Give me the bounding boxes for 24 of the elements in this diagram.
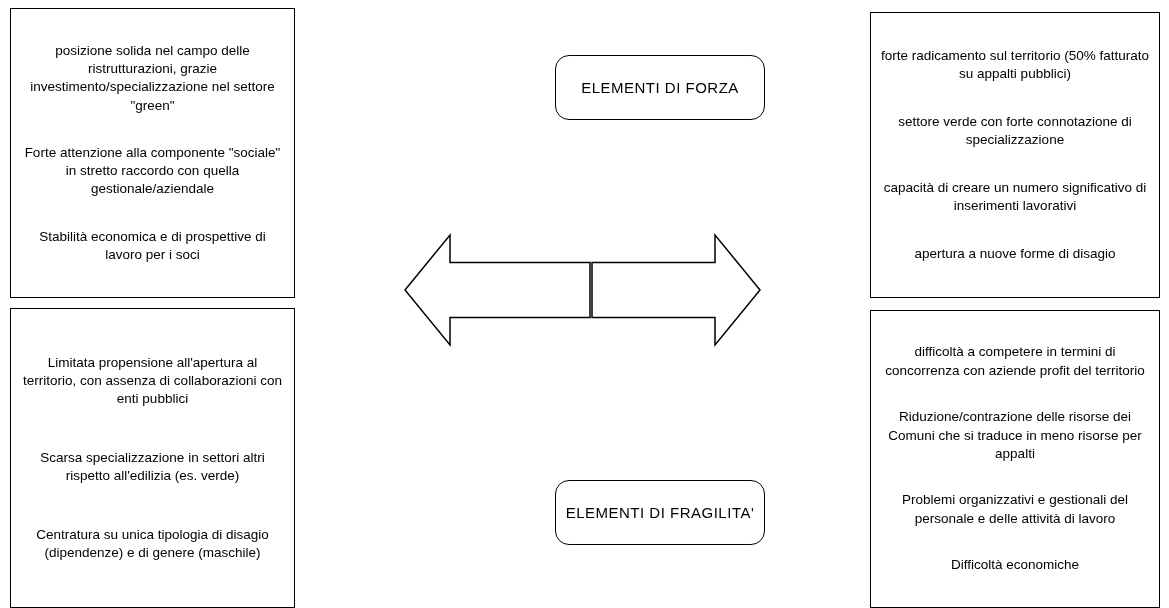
text-panel: [870, 12, 1160, 298]
text-paragraph: Problemi organizzativi e gestionali del personale e delle attività di lavoro: [901, 491, 1129, 528]
text-panel: [870, 310, 1160, 608]
text-paragraph: Difficoltà economiche: [950, 556, 1080, 575]
text-paragraph: Scarsa specializzazione in settori altri rispetto all'edilizia (es. verde): [39, 448, 266, 486]
text-paragraph: Limitata propensione all'apertura al territorio, con assenza di collaborazioni con enti pubblici: [22, 353, 283, 409]
text-panel: [10, 8, 295, 298]
text-paragraph: Riduzione/contrazione delle risorse dei Comuni che si traduce in meno risorse per appalti: [887, 408, 1143, 463]
text-paragraph: Forte attenzione alla componente "sociale" in stretto raccordo con quella gestionale/aziendale: [23, 143, 282, 199]
text-paragraph: Centratura su unica tipologia di disagio (dipendenze) e di genere (maschile): [35, 525, 270, 563]
text-paragraph: forte radicamento sul territorio (50% fatturato su appalti pubblici): [881, 46, 1149, 83]
heading-text: ELEMENTI DI FRAGILITA': [565, 504, 755, 521]
text-paragraph: Stabilità economica e di prospettive di lavoro per i soci: [38, 227, 267, 264]
text-paragraph: settore verde con forte connotazione di specializzazione: [897, 112, 1133, 150]
text-paragraph: apertura a nuove forme di disagio: [914, 245, 1116, 264]
text-paragraph: capacità di creare un numero significativo di inserimenti lavorativi: [882, 178, 1148, 216]
heading-box: [555, 55, 765, 120]
text-paragraph: difficoltà a competere in termini di concorrenza con aziende profit del territorio: [884, 343, 1146, 380]
text-paragraph: posizione solida nel campo delle ristrutturazioni, grazie investimento/specializzazione nel settore "green": [29, 42, 276, 115]
arrow-shape: [592, 235, 760, 345]
text-panel: [10, 308, 295, 608]
heading-box: [555, 480, 765, 545]
arrow-shape: [405, 235, 590, 345]
heading-text: ELEMENTI DI FORZA: [581, 79, 739, 96]
